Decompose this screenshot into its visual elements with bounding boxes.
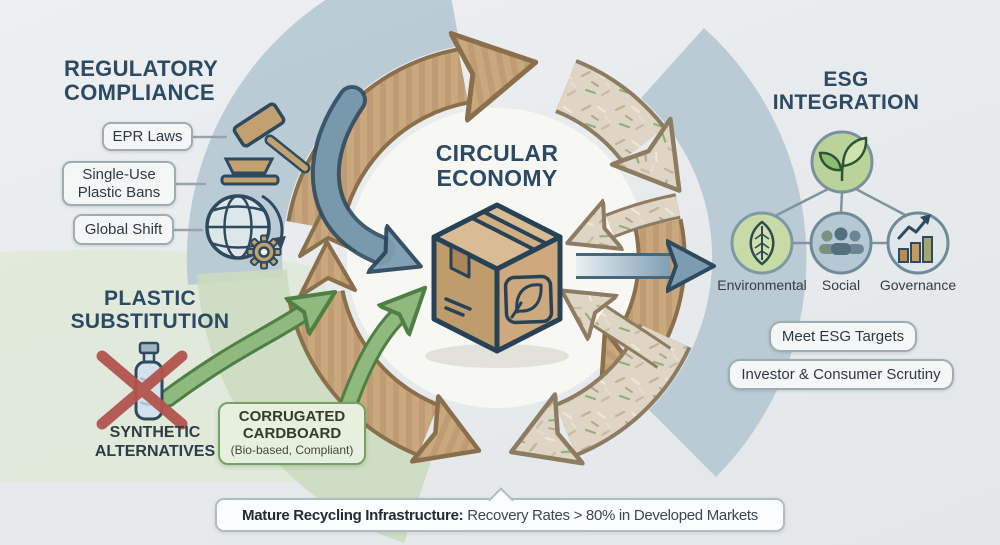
people-icon <box>809 211 873 275</box>
globe-regulations-icon <box>205 194 286 270</box>
gear-icon <box>246 234 282 270</box>
esg-network <box>730 130 950 275</box>
corrugated-line2: CARDBOARD <box>242 424 342 442</box>
chip-global-shift: Global Shift <box>73 214 174 245</box>
regulation-flow-arrow <box>310 85 380 250</box>
cardboard-box-leaf-icon <box>425 202 569 368</box>
footer-caption-rest: Recovery Rates > 80% in Developed Market… <box>463 506 758 524</box>
chip-single-use-plastic-bans: Single-Use Plastic Bans <box>62 161 176 206</box>
chip-meet-esg-targets: Meet ESG Targets <box>769 321 917 352</box>
chip-investor-consumer-scrutiny: Investor & Consumer Scrutiny <box>728 359 954 390</box>
footer-caption: Mature Recycling Infrastructure: Recover… <box>215 498 785 532</box>
synthetic-alternatives-label: SYNTHETIC ALTERNATIVES <box>94 424 216 460</box>
chip-connectors <box>174 135 227 232</box>
pillar-label-social: Social <box>821 277 861 293</box>
regulatory-heading: REGULATORY COMPLIANCE <box>64 56 219 105</box>
circular-economy-heading: CIRCULAR ECONOMY <box>435 140 559 191</box>
growth-chart-icon <box>886 211 950 275</box>
leaf-icon <box>730 211 794 275</box>
recycle-return-arrows <box>600 206 681 358</box>
plastic-heading: PLASTIC SUBSTITUTION <box>70 287 230 333</box>
plant-sprout-icon <box>810 130 874 194</box>
corrugated-cardboard-box: CORRUGATED CARDBOARD (Bio-based, Complia… <box>218 402 366 465</box>
paper-arc-right-top <box>556 86 643 144</box>
red-x-icon <box>96 350 188 430</box>
corrugated-line1: CORRUGATED <box>238 408 346 425</box>
gavel-icon <box>220 102 311 186</box>
pillar-label-environmental: Environmental <box>717 277 807 293</box>
corrugated-line3: (Bio-based, Compliant) <box>230 442 354 457</box>
esg-heading: ESG INTEGRATION <box>772 68 920 114</box>
pillar-label-governance: Governance <box>879 277 957 293</box>
footer-caption-bold: Mature Recycling Infrastructure: <box>242 506 464 524</box>
chip-epr-laws: EPR Laws <box>102 122 193 151</box>
